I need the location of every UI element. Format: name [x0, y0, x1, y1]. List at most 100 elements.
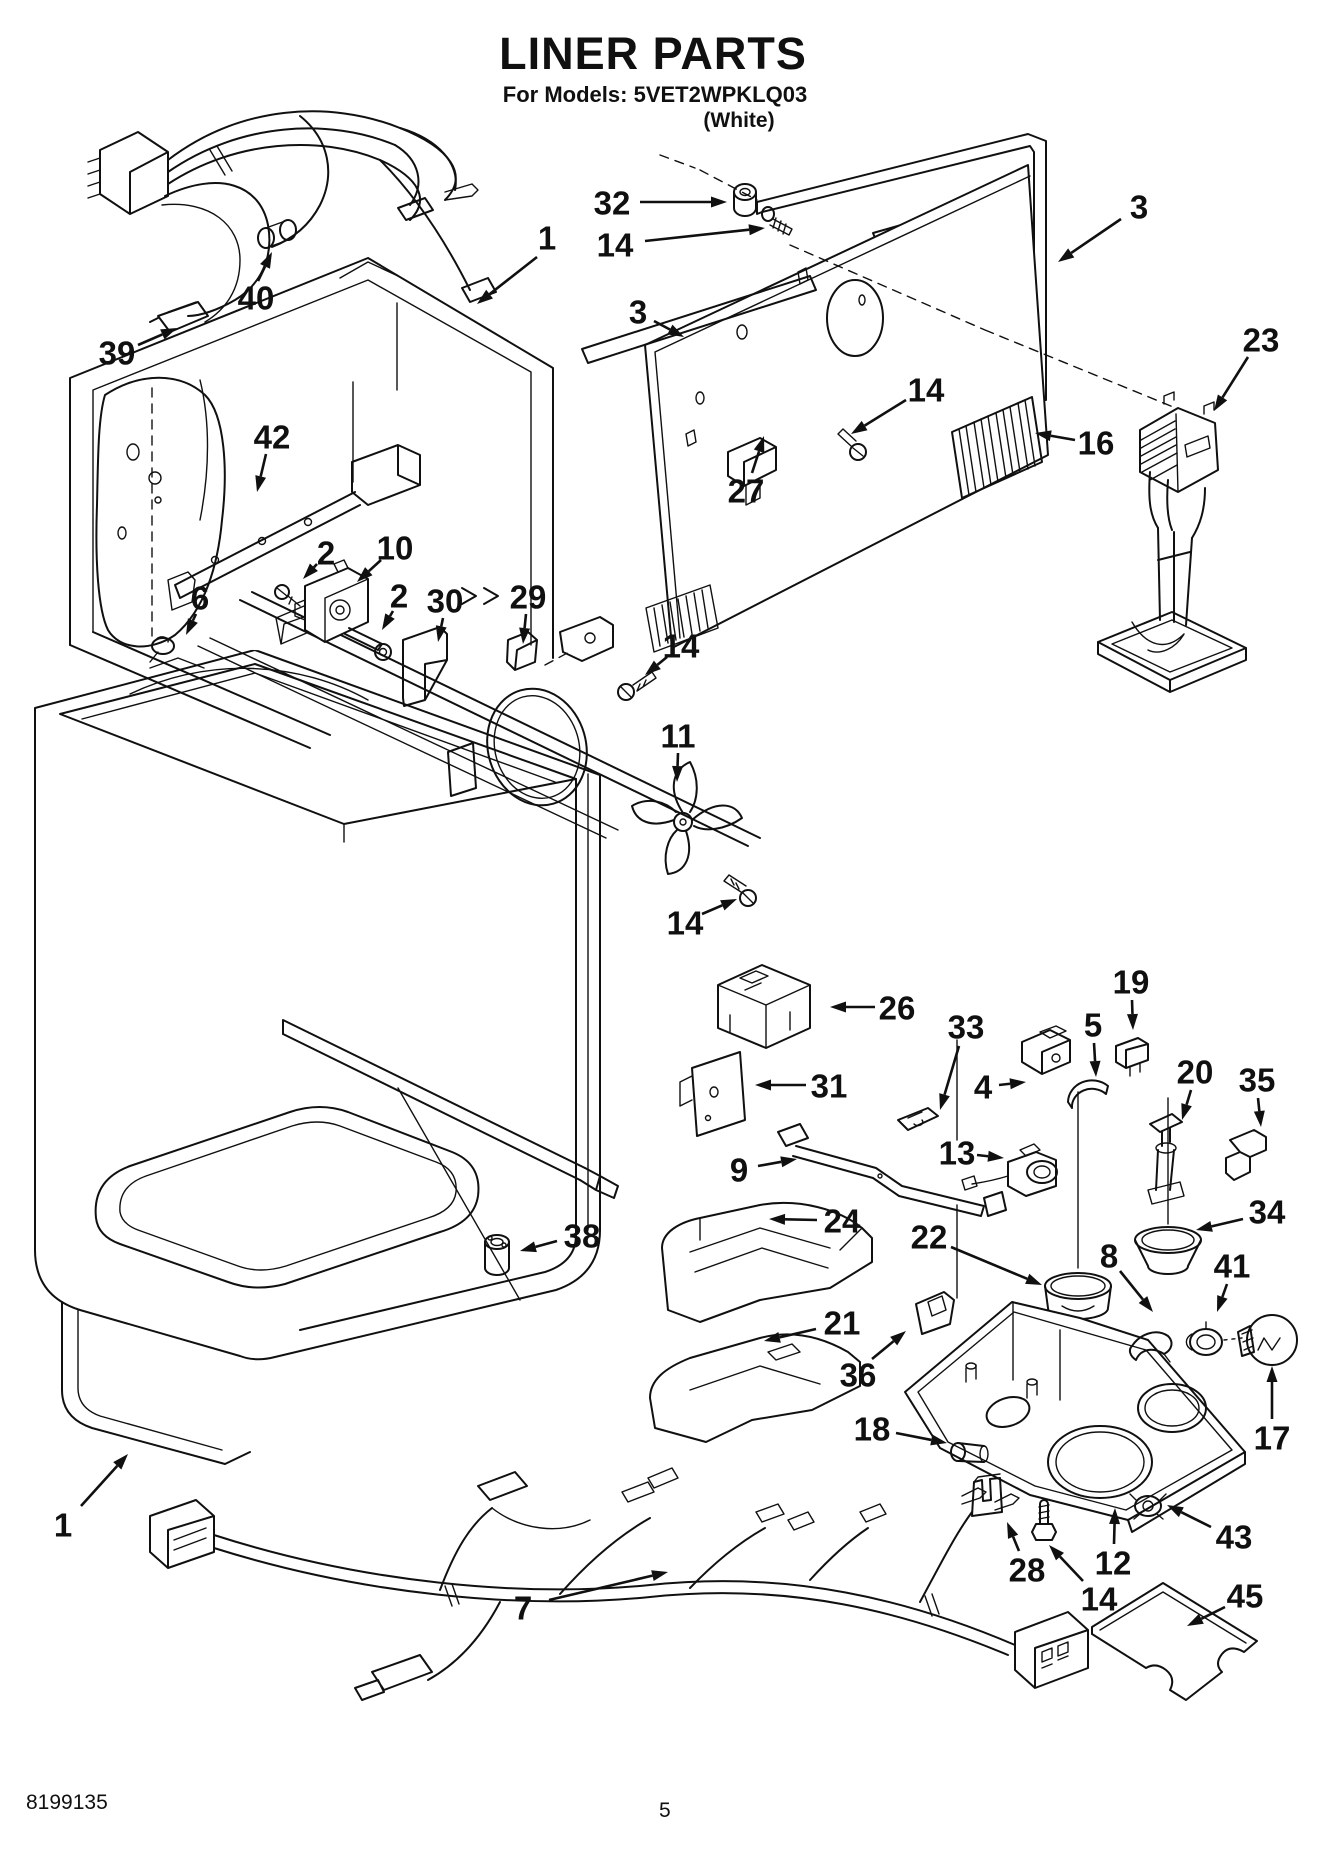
part-number-24: 24: [824, 1203, 861, 1240]
part-number-12: 12: [1095, 1545, 1132, 1582]
callout-35-28: 35: [1239, 1062, 1276, 1127]
controls-cluster-sketch: [679, 964, 1267, 1503]
page-title: LINER PARTS: [499, 28, 807, 79]
callout-36-38: 36: [840, 1331, 906, 1394]
part-number-18: 18: [854, 1411, 891, 1448]
part-number-17: 17: [1254, 1420, 1291, 1457]
part-number-6: 6: [191, 580, 209, 617]
callout-3-4: 3: [1058, 189, 1148, 262]
callout-8-34: 8: [1100, 1238, 1153, 1312]
part-number-20: 20: [1177, 1054, 1214, 1091]
callout-9-30: 9: [730, 1152, 797, 1189]
callout-19-26: 19: [1113, 964, 1150, 1030]
callout-14-15: 14: [851, 372, 945, 434]
callout-20-27: 20: [1177, 1054, 1214, 1120]
callout-28-43: 28: [1007, 1522, 1045, 1589]
callout-14-18: 14: [645, 628, 700, 675]
part-number-14: 14: [667, 905, 704, 942]
part-number-39: 39: [99, 335, 136, 372]
part-number-7: 7: [514, 1590, 532, 1627]
callout-30-13: 30: [427, 583, 464, 642]
callout-10-11: 10: [357, 530, 414, 582]
part-number-3: 3: [629, 294, 647, 331]
part-number-10: 10: [377, 530, 414, 567]
part-number-1: 1: [538, 220, 556, 257]
callout-21-37: 21: [764, 1305, 860, 1343]
callout-18-39: 18: [854, 1411, 947, 1448]
callout-16-16: 16: [1035, 425, 1114, 462]
callout-4-24: 4: [974, 1069, 1026, 1106]
callout-17-36: 17: [1254, 1366, 1291, 1457]
part-number-21: 21: [824, 1305, 861, 1342]
plug-38-sketch: [484, 1234, 510, 1276]
callout-27-17: 27: [728, 436, 765, 510]
part-number-2: 2: [317, 535, 335, 572]
callout-34-33: 34: [1196, 1194, 1286, 1232]
part-number-34: 34: [1249, 1194, 1286, 1231]
part-number-40: 40: [238, 280, 275, 317]
callout-23-5: 23: [1214, 322, 1280, 411]
part-number-2: 2: [390, 578, 408, 615]
part-number-14: 14: [908, 372, 945, 409]
fan-blade-sketch: [631, 761, 743, 875]
callout-12-41: 12: [1095, 1508, 1132, 1582]
callout-7-46: 7: [514, 1570, 668, 1627]
callout-1-2: 1: [477, 220, 556, 304]
callout-43-42: 43: [1167, 1505, 1252, 1556]
part-number-23: 23: [1243, 322, 1280, 359]
part-number-14: 14: [1081, 1581, 1118, 1618]
callout-13-29: 13: [939, 1135, 1004, 1172]
callout-22-32: 22: [911, 1219, 1042, 1285]
part-number-22: 22: [911, 1219, 948, 1256]
evaporator-panel-sketch: [581, 133, 1206, 653]
spacer-32-sketch: [733, 183, 757, 217]
fan-bracket-cluster-sketch: [149, 381, 757, 907]
part-number-11: 11: [661, 718, 696, 755]
callout-38-40: 38: [520, 1218, 600, 1255]
part-number-41: 41: [1214, 1248, 1251, 1285]
models-line: For Models: 5VET2WPKLQ03: [502, 82, 808, 107]
part-number-13: 13: [939, 1135, 976, 1172]
callout-5-25: 5: [1084, 1007, 1102, 1077]
part-number-27: 27: [728, 473, 765, 510]
upper-liner-sketch: [69, 257, 761, 847]
screw-14-top-sketch: [761, 206, 793, 236]
callout-26-21: 26: [830, 990, 915, 1027]
part-number-8: 8: [1100, 1238, 1118, 1275]
part-number-31: 31: [811, 1068, 848, 1105]
part-number-14: 14: [597, 227, 634, 264]
callout-41-35: 41: [1214, 1248, 1251, 1312]
part-number-3: 3: [1130, 189, 1148, 226]
part-number-19: 19: [1113, 964, 1150, 1001]
part-number-4: 4: [974, 1069, 993, 1106]
part-number-26: 26: [879, 990, 916, 1027]
part-number-5: 5: [1084, 1007, 1102, 1044]
document-number: 8199135: [26, 1791, 108, 1814]
part-number-36: 36: [840, 1357, 877, 1394]
callout-32-0: 32: [594, 185, 727, 222]
part-number-38: 38: [564, 1218, 601, 1255]
part-number-35: 35: [1239, 1062, 1276, 1099]
callout-2-12: 2: [382, 578, 408, 630]
air-ducts-sketch: [649, 1201, 873, 1443]
lower-liner-sketch: [34, 649, 619, 1465]
callout-3-3: 3: [629, 294, 684, 337]
callout-31-22: 31: [755, 1068, 847, 1105]
part-number-45: 45: [1227, 1578, 1264, 1615]
page-number: 5: [659, 1799, 671, 1822]
part-number-32: 32: [594, 185, 631, 222]
part-number-16: 16: [1078, 425, 1115, 462]
part-number-1: 1: [54, 1507, 72, 1544]
callout-2-10: 2: [303, 535, 335, 579]
callout-6-9: 6: [186, 580, 209, 635]
callout-1-47: 1: [54, 1454, 128, 1544]
lamp-console-sketch: [904, 1291, 1298, 1701]
callout-11-19: 11: [661, 718, 696, 782]
callout-29-14: 29: [510, 579, 546, 644]
part-number-33: 33: [948, 1009, 985, 1046]
callout-14-44: 14: [1049, 1545, 1118, 1618]
part-number-14: 14: [663, 628, 700, 665]
part-number-30: 30: [427, 583, 464, 620]
